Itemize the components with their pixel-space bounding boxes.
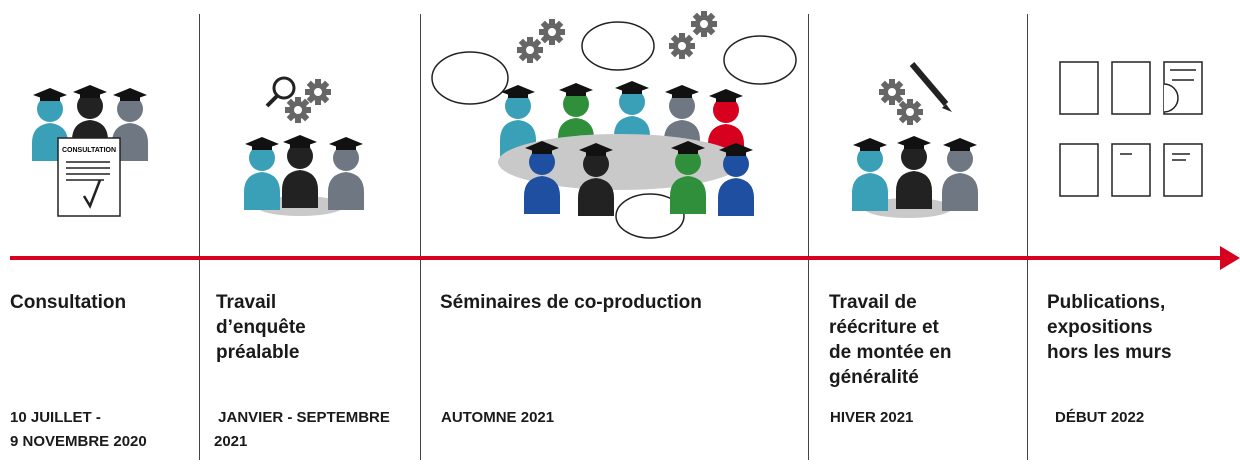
stage-title-reecriture: Travail de réécriture et de montée en gé… bbox=[829, 292, 952, 388]
stage-divider bbox=[199, 14, 200, 460]
stage-date-consultation: 10 JUILLET - 9 NOVEMBRE 2020 bbox=[10, 409, 147, 450]
timeline-arrowhead bbox=[1220, 246, 1240, 270]
stage-title-seminaires: Séminaires de co-production bbox=[440, 292, 702, 313]
stage-date-publications: DÉBUT 2022 bbox=[1055, 409, 1145, 426]
stage-date-reecriture: HIVER 2021 bbox=[830, 409, 914, 426]
consultation-sheet-label: CONSULTATION bbox=[62, 147, 116, 154]
research-team-icon bbox=[244, 76, 364, 216]
stage-title-publications: Publications, expositions hors les murs bbox=[1047, 292, 1172, 363]
stage-title-consultation: Consultation bbox=[10, 292, 127, 313]
stage-divider bbox=[1027, 14, 1028, 460]
stage-divider bbox=[808, 14, 809, 460]
stage-date-enquete: JANVIER - SEPTEMBRE 2021 bbox=[214, 409, 390, 450]
rewriting-team-icon bbox=[852, 62, 978, 218]
stage-divider bbox=[420, 14, 421, 460]
stage-title-enquete: Travail d’enquête préalable bbox=[216, 292, 306, 363]
seminar-icon bbox=[431, 11, 797, 239]
publications-icon bbox=[1059, 61, 1203, 197]
stage-date-seminaires: AUTOMNE 2021 bbox=[441, 409, 555, 426]
consultation-icon: CONSULTATION bbox=[32, 85, 148, 217]
